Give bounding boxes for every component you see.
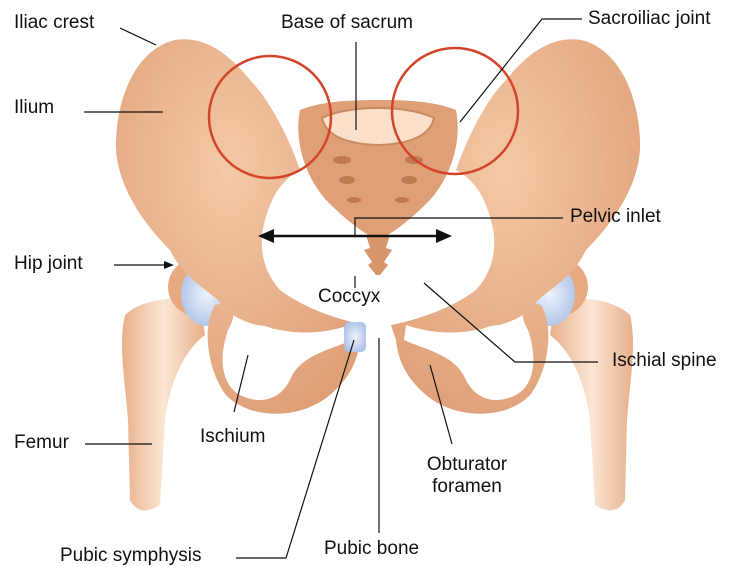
iliac-crest-label: Iliac crest [14, 12, 94, 34]
pubic-symphysis-label: Pubic symphysis [60, 545, 202, 567]
sacroiliac-joint-label: Sacroiliac joint [588, 8, 711, 30]
obturator-label-line1: Obturator [415, 454, 519, 476]
base-of-sacrum-label: Base of sacrum [281, 12, 413, 34]
ischial-spine-label: Ischial spine [612, 350, 717, 372]
coccyx-label: Coccyx [318, 286, 380, 308]
obturator-foramen-label: Obturator foramen [415, 454, 519, 498]
ilium-label: Ilium [14, 97, 54, 119]
hip-joint-label: Hip joint [14, 253, 83, 275]
hip-joint-arrow [114, 261, 174, 269]
femur-label: Femur [14, 432, 69, 454]
pubic-bone-label: Pubic bone [324, 538, 419, 560]
right-obturator-foramen [461, 325, 522, 380]
obturator-label-line2: foramen [415, 476, 519, 498]
coccyx-bone [364, 235, 392, 275]
pubic-symphysis-cartilage [344, 322, 366, 352]
iliac-crest-leader [120, 28, 156, 45]
ischium-label: Ischium [200, 426, 265, 448]
pelvic-inlet-label: Pelvic inlet [570, 206, 661, 228]
